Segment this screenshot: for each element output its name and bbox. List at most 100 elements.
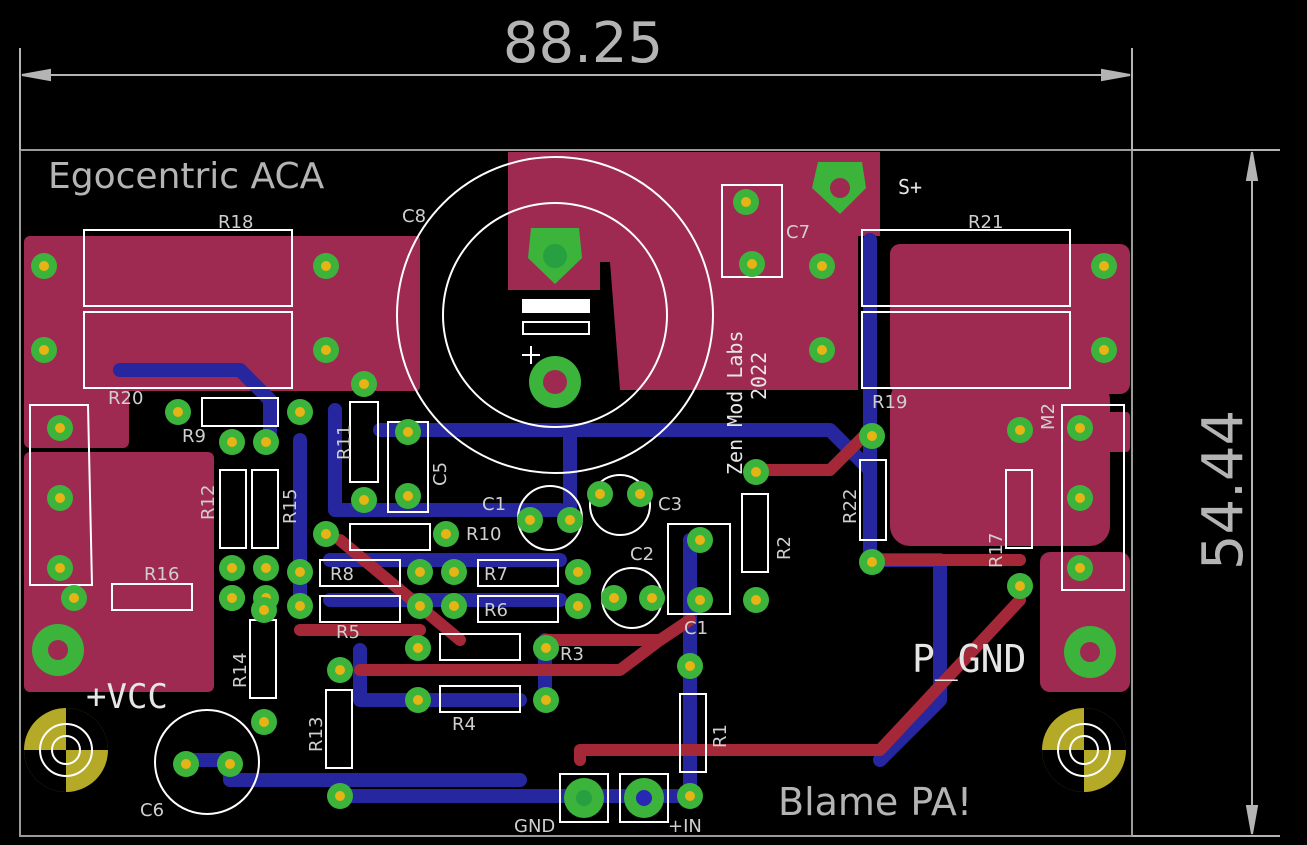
drill-hole (867, 431, 877, 441)
mounting-hole-right (1042, 708, 1126, 792)
refdes-r15: R15 (280, 489, 301, 524)
s-plus-label: S+ (898, 175, 922, 199)
drill-hole (415, 567, 425, 577)
drill-hole (565, 515, 575, 525)
drill-hole (817, 261, 827, 271)
in-label: +IN (668, 816, 702, 837)
refdes-r17: R17 (986, 533, 1007, 568)
drill-hole (413, 695, 423, 705)
drill-hole (173, 407, 183, 417)
refdes-r11: R11 (334, 425, 355, 460)
pads (32, 162, 1116, 818)
refdes-r22: R22 (840, 489, 861, 524)
drill-hole (55, 493, 65, 503)
drill-hole (695, 535, 705, 545)
drill-hole (1099, 345, 1109, 355)
brand-label: Zen Mod Labs (723, 331, 747, 476)
refdes-r12: R12 (198, 485, 219, 520)
refdes-c6: C6 (140, 800, 164, 821)
refdes-c2: C2 (630, 544, 654, 565)
board-outline (19, 149, 1133, 837)
drill-hole (595, 489, 605, 499)
m2-label: M2 (1038, 403, 1059, 430)
refdes-r18: R18 (218, 212, 253, 233)
drill-hole (1099, 261, 1109, 271)
refdes-r1: R1 (710, 724, 731, 748)
drill-hole (1075, 493, 1085, 503)
drill-hole (449, 567, 459, 577)
drill-hole (817, 345, 827, 355)
drill-hole (685, 791, 695, 801)
drill-hole (1015, 581, 1025, 591)
refdes-r7: R7 (484, 564, 508, 585)
c8-polarity-symbol (522, 299, 590, 364)
drill-hole (261, 563, 271, 573)
drill-hole (321, 345, 331, 355)
drill-hole (227, 437, 237, 447)
drill-hole (69, 593, 79, 603)
drill-hole (335, 791, 345, 801)
refdes-r3: R3 (560, 644, 584, 665)
refdes-r6: R6 (484, 600, 508, 621)
drill-hole (741, 197, 751, 207)
drill-hole (441, 529, 451, 539)
drill-hole (609, 593, 619, 603)
height-dimension-label: 54.44 (1191, 410, 1256, 570)
drill-hole (413, 643, 423, 653)
refdes-r14: R14 (230, 653, 251, 688)
drill-hole (227, 593, 237, 603)
refdes-r21: R21 (968, 212, 1003, 233)
width-dimension (19, 48, 1133, 150)
drill-hole (321, 261, 331, 271)
drill-hole (335, 665, 345, 675)
drill-hole (751, 467, 761, 477)
refdes-c8: C8 (402, 206, 426, 227)
board-title: Egocentric ACA (48, 156, 325, 197)
refdes-r19: R19 (872, 392, 907, 413)
drill-hole (181, 759, 191, 769)
drill-hole (1015, 425, 1025, 435)
small-pads (31, 189, 1117, 809)
refdes-r9: R9 (182, 426, 206, 447)
width-dimension-label: 88.25 (503, 11, 663, 76)
drill-hole (647, 593, 657, 603)
brand-year: 2022 (747, 352, 771, 400)
reference-designators: R18 R20 R21 R19 C8 C7 R9 R11 C5 R12 R15 … (108, 206, 1007, 821)
drill-hole (359, 495, 369, 505)
drill-hole (39, 261, 49, 271)
drill-hole (525, 515, 535, 525)
drill-hole (415, 601, 425, 611)
height-dimension (1132, 149, 1280, 837)
drill-hole (1075, 423, 1085, 433)
gnd-label: GND (514, 816, 555, 837)
drill-hole (573, 567, 583, 577)
drill-hole (227, 563, 237, 573)
drill-hole (449, 601, 459, 611)
vcc-label: +VCC (86, 677, 168, 717)
drill-hole (261, 437, 271, 447)
refdes-c1-top: C1 (482, 494, 506, 515)
drill-hole (359, 379, 369, 389)
drill-hole (55, 563, 65, 573)
refdes-r20: R20 (108, 388, 143, 409)
top-copper-traces (294, 424, 1026, 766)
refdes-r13: R13 (306, 717, 327, 752)
drill-hole (321, 529, 331, 539)
refdes-r2: R2 (774, 536, 795, 560)
refdes-r10: R10 (466, 524, 501, 545)
drill-hole (259, 605, 269, 615)
refdes-r16: R16 (144, 564, 179, 585)
drill-hole (39, 345, 49, 355)
drill-hole (573, 601, 583, 611)
drill-hole (295, 407, 305, 417)
refdes-r8: R8 (330, 564, 354, 585)
refdes-c3: C3 (658, 494, 682, 515)
drill-hole (1075, 563, 1085, 573)
refdes-c1-bottom: C1 (684, 618, 708, 639)
drill-hole (259, 717, 269, 727)
drill-hole (295, 601, 305, 611)
drill-hole (751, 595, 761, 605)
mounting-hole-left (24, 708, 108, 792)
drill-hole (867, 557, 877, 567)
